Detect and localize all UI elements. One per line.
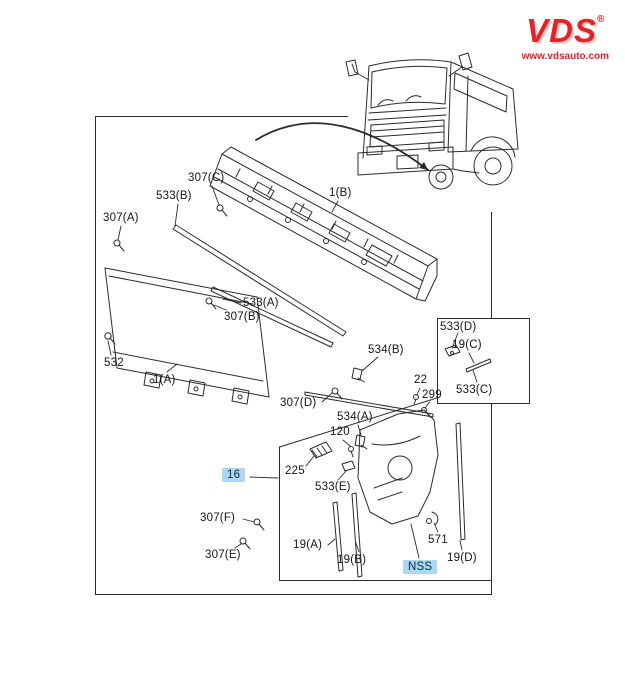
splash-shield-nss [357, 409, 439, 525]
part-label-307A[interactable]: 307(A) [103, 212, 139, 224]
part-label-533C[interactable]: 533(C) [456, 384, 493, 396]
strip-19A [332, 501, 344, 572]
part-label-533B[interactable]: 533(B) [156, 190, 192, 202]
truck-wipers [377, 95, 422, 106]
molding-strip-533B [172, 224, 347, 337]
truck-license-plate [396, 154, 419, 170]
truck-mirror-right [448, 52, 473, 77]
part-label-1B[interactable]: 1(B) [329, 187, 352, 199]
truck-wheel-arch [470, 136, 516, 158]
registered-trademark-icon: ® [597, 14, 605, 25]
brand-logo: VDS® www.vdsauto.com [521, 14, 609, 63]
truck-door-line [465, 75, 469, 152]
truck-illustration [345, 52, 519, 190]
brand-logo-wordmark: VDS® [526, 14, 604, 48]
screw-307B [205, 297, 217, 310]
clip-534A [354, 434, 368, 450]
part-label-19C[interactable]: 19(C) [452, 339, 482, 351]
bracket-225 [309, 441, 333, 459]
part-label-307B[interactable]: 307(B) [224, 311, 260, 323]
truck-side-window [453, 72, 508, 113]
part-label-534A[interactable]: 534(A) [337, 411, 373, 423]
screw-307A [113, 239, 125, 252]
part-label-19B[interactable]: 19(B) [337, 554, 367, 566]
molding-strip-307D [304, 391, 434, 418]
part-label-533D[interactable]: 533(D) [440, 321, 477, 333]
part-label-120[interactable]: 120 [330, 426, 350, 438]
location-arc-arrowhead [419, 162, 428, 170]
molding-strip-533A [210, 286, 334, 348]
part-label-16-highlighted[interactable]: 16 [222, 468, 246, 482]
strip-19B [351, 492, 363, 578]
screw-307D [331, 387, 343, 400]
part-label-225[interactable]: 225 [285, 465, 305, 477]
brand-website: www.vdsauto.com [521, 51, 609, 62]
truck-mirror-left [345, 59, 370, 81]
front-panel-1B [209, 146, 438, 302]
part-label-1A[interactable]: 1(A) [153, 374, 176, 386]
part-label-307E[interactable]: 307(E) [205, 549, 241, 561]
part-label-534B[interactable]: 534(B) [368, 344, 404, 356]
brand-logo-text: VDS [526, 12, 598, 49]
screw-307F [253, 518, 265, 531]
truck-rear-wheel [473, 146, 513, 186]
location-arc [255, 122, 429, 171]
screw-532 [104, 332, 116, 345]
strip-19D [455, 422, 466, 541]
clip-120 [348, 446, 354, 458]
part-label-307C[interactable]: 307(C) [188, 172, 225, 184]
side-detail-box [437, 318, 530, 404]
part-label-571[interactable]: 571 [428, 534, 448, 546]
truck-windshield [370, 65, 448, 109]
part-label-307D[interactable]: 307(D) [280, 397, 317, 409]
part-label-533A[interactable]: 533(A) [243, 297, 279, 309]
part-label-19D[interactable]: 19(D) [447, 552, 477, 564]
screw-299 [421, 407, 431, 418]
part-label-307F[interactable]: 307(F) [200, 512, 236, 524]
front-garnish-1A [104, 267, 270, 405]
part-label-NSS-highlighted[interactable]: NSS [403, 560, 438, 574]
bracket-533E [341, 460, 356, 472]
truck-front-wheel [428, 164, 454, 190]
part-label-532[interactable]: 532 [104, 357, 124, 369]
rod-19C [465, 358, 492, 373]
hook-571 [426, 511, 439, 526]
part-label-533E[interactable]: 533(E) [315, 481, 351, 493]
leader-lines [107, 185, 478, 559]
part-label-299[interactable]: 299 [422, 389, 442, 401]
truck-side [447, 61, 519, 153]
screw-307E [239, 537, 251, 550]
part-label-19A[interactable]: 19(A) [293, 539, 323, 551]
part-label-22[interactable]: 22 [414, 374, 428, 386]
screw-307C [216, 204, 228, 217]
clip-22 [413, 394, 419, 405]
clip-534B [351, 367, 365, 383]
